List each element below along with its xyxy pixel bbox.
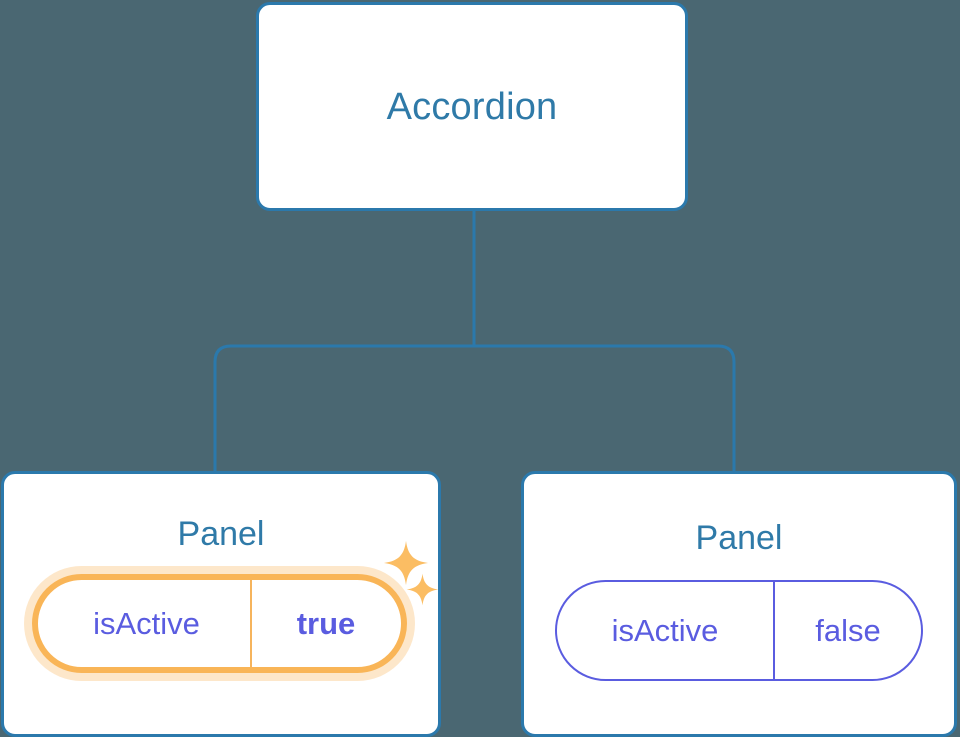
- prop-key: isActive: [93, 606, 200, 641]
- prop-value: true: [249, 580, 401, 667]
- node-panel-inactive[interactable]: Panel isActive false: [521, 471, 957, 737]
- prop-pill-wrap-inactive: isActive false: [555, 580, 923, 681]
- prop-pill-wrap-active: isActive true: [31, 574, 407, 673]
- node-panel-active[interactable]: Panel isActive true: [1, 471, 441, 737]
- prop-value: false: [773, 582, 921, 679]
- node-accordion-title: Accordion: [386, 85, 558, 128]
- prop-pill-isactive-false[interactable]: isActive false: [555, 580, 923, 681]
- node-panel-inactive-title: Panel: [695, 519, 783, 557]
- prop-pill-isactive-true[interactable]: isActive true: [31, 574, 407, 673]
- connector-branch-right: [474, 344, 736, 472]
- node-panel-active-title: Panel: [177, 515, 265, 553]
- connector-branch-left: [213, 344, 474, 472]
- prop-key: isActive: [611, 613, 719, 648]
- node-accordion[interactable]: Accordion: [256, 2, 688, 211]
